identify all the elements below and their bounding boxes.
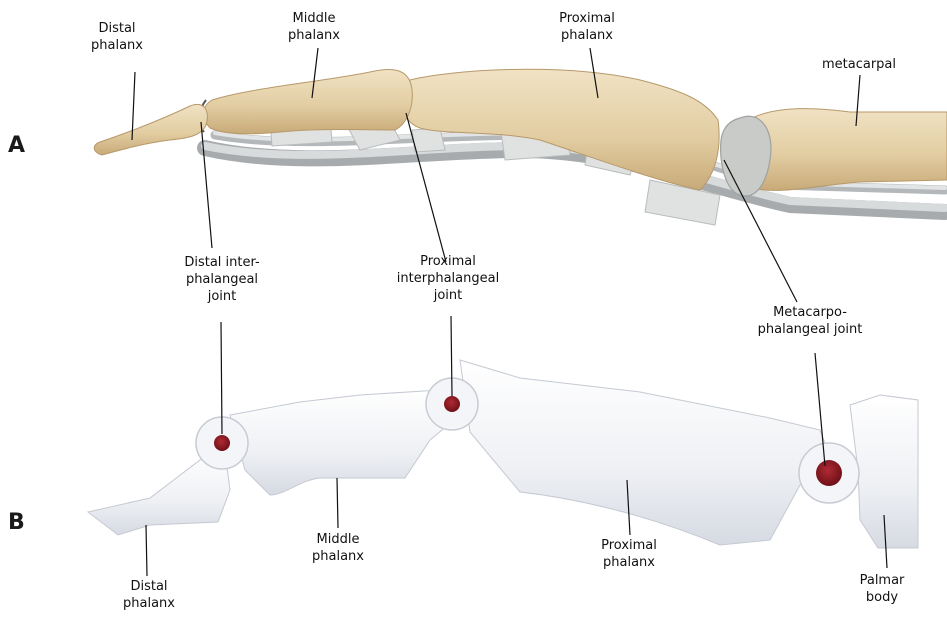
panel-label-a: A [8, 133, 25, 158]
label-a-metacarpal: metacarpal [822, 56, 896, 73]
middle-phalanx-bone [203, 69, 412, 133]
proximal-phalanx-part [460, 360, 835, 545]
proximal-phalanx-bone [401, 69, 719, 190]
label-pip-joint: Proximal interphalangeal joint [397, 253, 499, 304]
label-dip-joint: Distal inter- phalangeal joint [184, 254, 259, 305]
panel-label-b: B [8, 510, 25, 535]
label-b-middle-phalanx: Middle phalanx [312, 531, 364, 565]
label-mcp-joint: Metacarpo- phalangeal joint [758, 304, 863, 338]
mechanical-model [88, 360, 918, 548]
label-a-proximal-phalanx: Proximal phalanx [559, 10, 615, 44]
label-b-distal-phalanx: Distal phalanx [123, 578, 175, 612]
mcp-joint-pin [799, 443, 859, 503]
anatomy-illustration [94, 69, 947, 225]
label-a-distal-phalanx: Distal phalanx [91, 20, 143, 54]
label-b-palmar-body: Palmar body [860, 572, 905, 606]
distal-phalanx-bone [94, 104, 207, 155]
label-b-proximal-phalanx: Proximal phalanx [601, 537, 657, 571]
label-a-middle-phalanx: Middle phalanx [288, 10, 340, 44]
